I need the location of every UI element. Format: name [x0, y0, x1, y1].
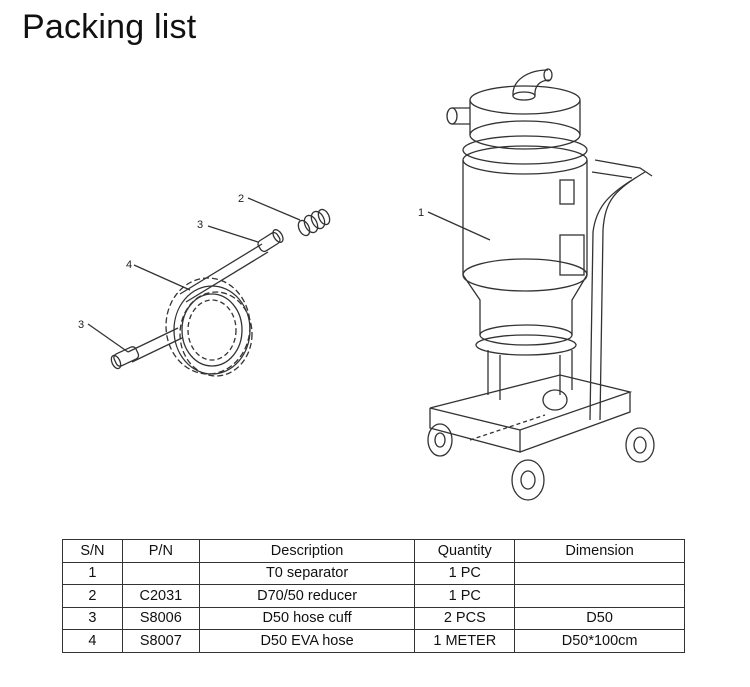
cell-pn: S8007	[121, 629, 200, 653]
cell-pn	[121, 561, 200, 585]
product-illustration: 2 3 4 3 1	[78, 68, 655, 501]
column-header-dimension: Dimension	[514, 539, 685, 563]
cell-sn: 1	[62, 561, 123, 585]
column-header-description: Description	[198, 539, 416, 563]
table-row: 3 S8006 D50 hose cuff 2 PCS D50	[62, 606, 685, 630]
reducer-drawing	[297, 208, 331, 237]
cell-pn: C2031	[121, 584, 200, 608]
wheels-drawing	[427, 423, 655, 501]
callout-2: 2	[238, 193, 244, 205]
cell-quantity: 1 METER	[414, 629, 516, 653]
cell-quantity: 2 PCS	[414, 606, 516, 630]
table-row: 2 C2031 D70/50 reducer 1 PC	[62, 584, 685, 608]
cell-quantity: 1 PC	[414, 584, 516, 608]
callout-3-upper: 3	[197, 219, 203, 231]
callout-3-lower: 3	[78, 319, 84, 331]
cell-dimension	[514, 584, 685, 608]
cell-pn: S8006	[121, 606, 200, 630]
cell-description: D70/50 reducer	[198, 584, 416, 608]
cell-dimension	[514, 561, 685, 585]
table-row: 1 T0 separator 1 PC	[62, 561, 685, 585]
cart-frame-drawing	[429, 159, 653, 453]
cell-description: D50 EVA hose	[198, 629, 416, 653]
table-row: 4 S8007 D50 EVA hose 1 METER D50*100cm	[62, 629, 685, 653]
table-header-row: S/N P/N Description Quantity Dimension	[62, 539, 685, 563]
column-header-sn: S/N	[62, 539, 123, 563]
column-header-pn: P/N	[121, 539, 200, 563]
cell-sn: 3	[62, 606, 123, 630]
hose-cuff-lower-drawing	[110, 346, 140, 370]
callout-4: 4	[126, 259, 132, 271]
cell-sn: 4	[62, 629, 123, 653]
cell-description: T0 separator	[198, 561, 416, 585]
column-header-quantity: Quantity	[414, 539, 516, 563]
hose-cuff-upper-drawing	[257, 229, 284, 253]
callout-1: 1	[418, 207, 424, 219]
cell-dimension: D50*100cm	[514, 629, 685, 653]
hose-coil-drawing	[127, 243, 269, 377]
packing-table: S/N P/N Description Quantity Dimension 1…	[62, 539, 685, 653]
separator-drawing	[446, 68, 588, 400]
cell-quantity: 1 PC	[414, 561, 516, 585]
cell-description: D50 hose cuff	[198, 606, 416, 630]
cell-dimension: D50	[514, 606, 685, 630]
page-title: Packing list	[22, 8, 197, 46]
cell-sn: 2	[62, 584, 123, 608]
